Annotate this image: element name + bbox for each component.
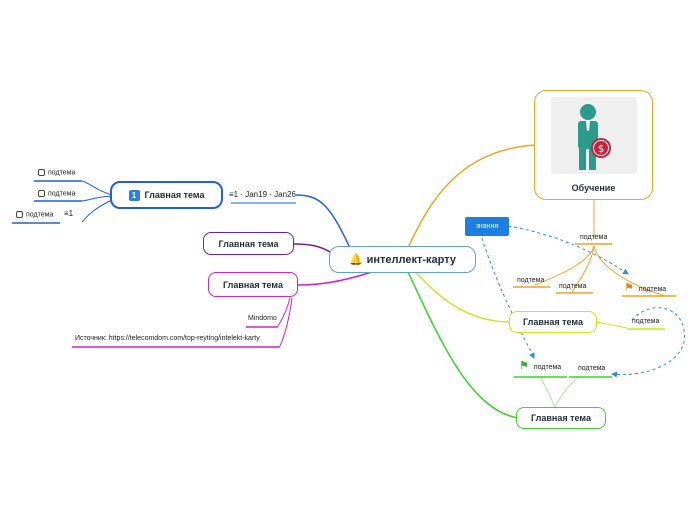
orange-flag-icon: ⚑ bbox=[624, 282, 634, 294]
checkbox-icon[interactable] bbox=[38, 190, 45, 197]
image-topic-label: Обучение bbox=[571, 183, 616, 193]
subtopic-right-green[interactable]: подтема bbox=[632, 318, 660, 325]
main-topic-label: Главная тема bbox=[523, 317, 583, 327]
main-topic-magenta[interactable]: Главная тема bbox=[208, 272, 298, 297]
priority-badge: 1 bbox=[128, 189, 140, 201]
task-dates: ≡1 · Jan19 - Jan26 bbox=[229, 190, 296, 199]
subtopic-left-2[interactable]: подтема bbox=[38, 190, 75, 197]
main-topic-blue[interactable]: 1 Главная тема bbox=[110, 181, 223, 209]
checkbox-icon[interactable] bbox=[38, 169, 45, 176]
task-list-icon: ≡ bbox=[229, 190, 234, 199]
note-mindomo: Mindomo bbox=[248, 315, 277, 322]
subtopic-right-b[interactable]: подтема bbox=[559, 283, 587, 290]
subtopic-right-flag[interactable]: ⚑ подтема bbox=[624, 282, 667, 294]
green-flag-icon: ⚑ bbox=[519, 360, 529, 372]
main-topic-label: Главная тема bbox=[144, 190, 205, 200]
task-list-icon: ≡ bbox=[64, 209, 69, 218]
main-topic-label: Главная тема bbox=[531, 413, 591, 423]
subtopic-left-1[interactable]: подтема bbox=[38, 169, 75, 176]
image-topic-obuchenie[interactable]: $ Обучение bbox=[534, 90, 653, 200]
main-topic-green[interactable]: Главная тема bbox=[516, 407, 606, 429]
subtopic-left-3[interactable]: подтема bbox=[16, 211, 53, 218]
bell-icon: 🔔 bbox=[348, 254, 363, 266]
note-source[interactable]: Источник: https://telecomdom.com/top-rey… bbox=[75, 335, 260, 342]
topic-znania[interactable]: знания bbox=[465, 217, 509, 236]
main-topic-lime[interactable]: Главная тема bbox=[509, 311, 597, 333]
subtopic-green-flag[interactable]: ⚑ подтема bbox=[519, 360, 562, 372]
subtopic-right-top[interactable]: подтема bbox=[580, 234, 608, 241]
central-topic-label: интеллект-карту bbox=[366, 253, 457, 266]
svg-text:$: $ bbox=[598, 144, 604, 155]
central-topic[interactable]: 🔔 интеллект-карту bbox=[329, 246, 476, 273]
businessman-dollar-icon: $ bbox=[578, 104, 611, 170]
main-topic-label: Главная тема bbox=[218, 238, 279, 249]
subtopic-left-3-task: ≡1 bbox=[64, 209, 74, 218]
illustration-frame: $ bbox=[551, 97, 637, 174]
main-topic-label: Главная тема bbox=[223, 279, 283, 290]
checkbox-icon[interactable] bbox=[16, 211, 23, 218]
main-topic-purple[interactable]: Главная тема bbox=[203, 232, 294, 255]
subtopic-green-b[interactable]: подтема bbox=[578, 365, 606, 372]
subtopic-right-a[interactable]: подтема bbox=[517, 277, 545, 284]
